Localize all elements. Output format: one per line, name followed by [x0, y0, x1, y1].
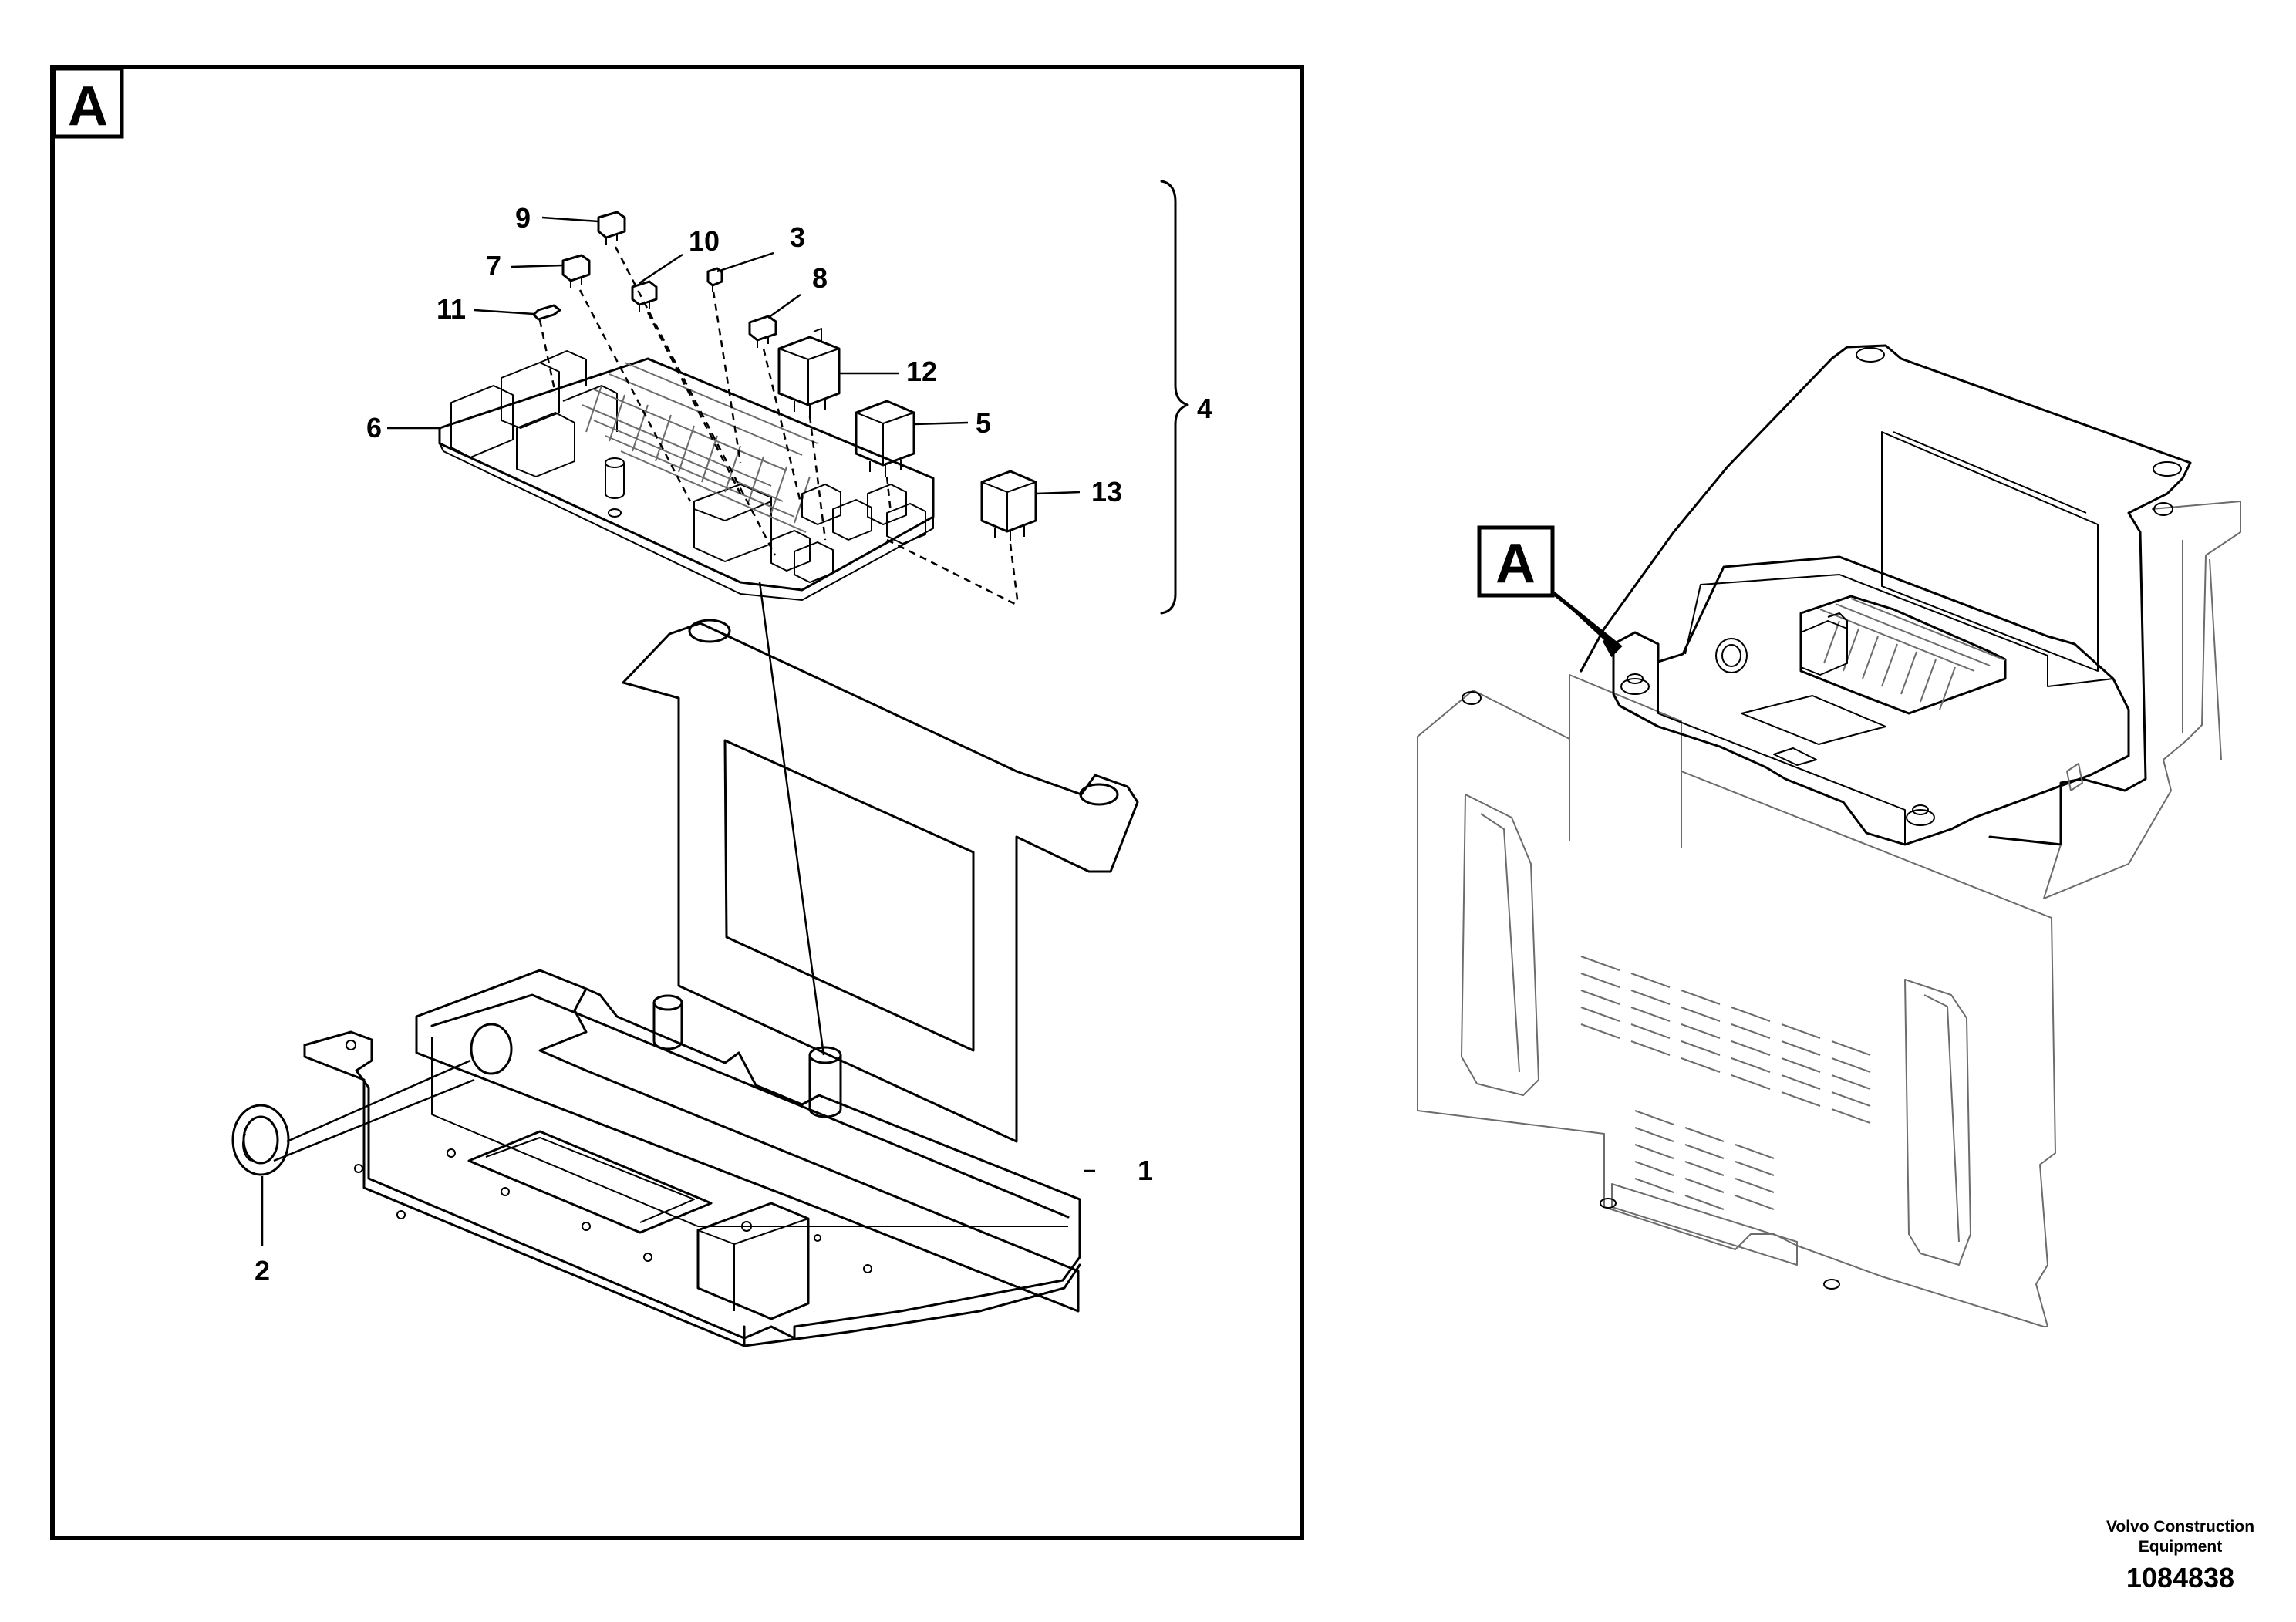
fuse-8: [748, 315, 777, 348]
callout-13: 13: [1091, 476, 1122, 508]
diode-3: [706, 267, 723, 292]
callout-12: 12: [906, 356, 937, 387]
fuse-7: [561, 254, 591, 288]
overview-label: A: [1495, 533, 1536, 595]
bolts: [1462, 502, 2173, 1290]
relay-5: [855, 400, 915, 477]
grommet: [231, 1104, 290, 1176]
detail-view-label: A: [68, 76, 108, 137]
fuse-grid: [582, 362, 818, 533]
assembly-lines: [273, 246, 1020, 1162]
company-line-1: Volvo Construction: [2106, 1518, 2254, 1536]
callout-2: 2: [255, 1255, 270, 1286]
fuse-relay-board: [438, 350, 935, 601]
drawing-number: 1084838: [2126, 1562, 2234, 1593]
callout-leaders: [261, 216, 1095, 1246]
callout-3: 3: [790, 221, 805, 253]
relay-12: [777, 328, 841, 416]
callout-1: 1: [1138, 1155, 1153, 1186]
callout-11: 11: [437, 293, 466, 325]
callout-10: 10: [689, 225, 720, 257]
callout-9: 9: [515, 202, 531, 234]
callout-8: 8: [812, 262, 828, 294]
relay-13: [980, 470, 1037, 541]
machine-overview: A: [1417, 344, 2241, 1327]
mounting-bracket: [303, 619, 1139, 1347]
footer: Volvo Construction Equipment 1084838: [2106, 1518, 2254, 1593]
callout-4: 4: [1197, 393, 1212, 424]
callout-6: 6: [366, 412, 382, 443]
callout-labels: 9 7 11 10 3 8 12 5 13 4 6 1 2: [255, 202, 1212, 1286]
detail-view-frame: A: [50, 65, 1304, 1540]
louver-grid: [1580, 956, 1871, 1210]
callout-7: 7: [486, 250, 501, 282]
fuse-11: [532, 304, 561, 321]
callout-5: 5: [976, 407, 991, 439]
fuse-10: [631, 280, 658, 312]
group-brace: [1160, 180, 1189, 615]
company-line-2: Equipment: [2139, 1538, 2223, 1556]
fuse-9: [597, 211, 626, 245]
